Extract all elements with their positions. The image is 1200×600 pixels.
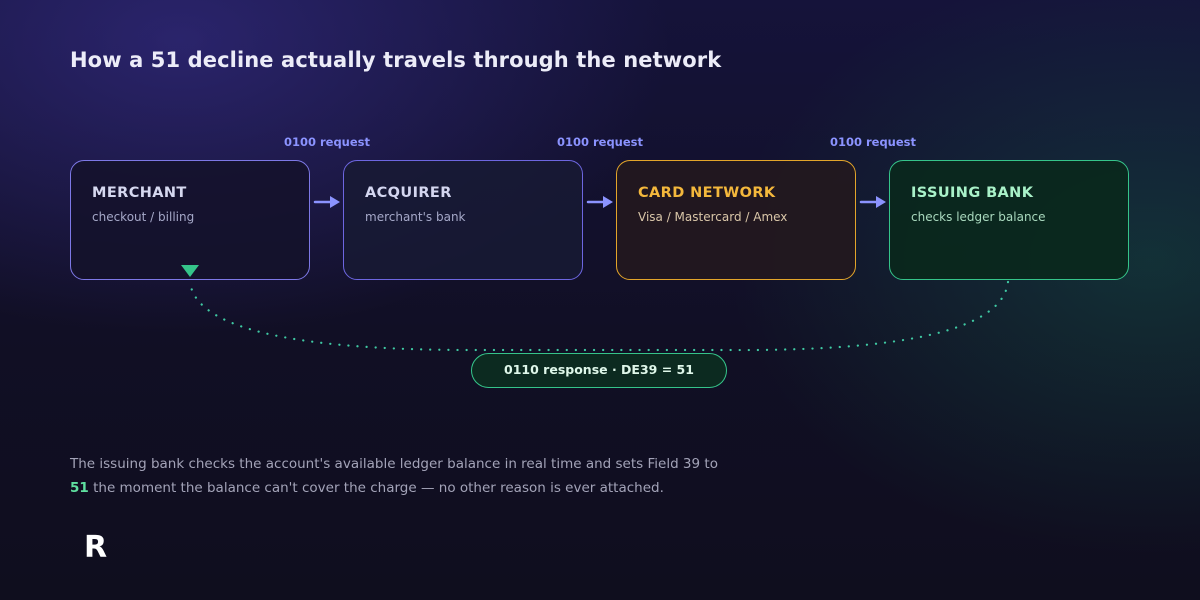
description-line-2: the moment the balance can't cover the c…: [88, 480, 664, 496]
node-merchant: MERCHANT checkout / billing: [70, 160, 310, 280]
node-card-network-subtitle: Visa / Mastercard / Amex: [638, 210, 788, 224]
brand-logo: R: [84, 530, 108, 565]
triangle-down-icon: [181, 265, 199, 277]
response-badge: 0110 response · DE39 = 51: [471, 353, 727, 388]
description-text: The issuing bank checks the account's av…: [70, 452, 730, 500]
arrow-right-icon: [586, 196, 613, 208]
node-issuing-bank-title: ISSUING BANK: [911, 185, 1034, 201]
node-acquirer-subtitle: merchant's bank: [365, 210, 466, 224]
arrow-right-icon: [859, 196, 886, 208]
request-label-1: 0100 request: [283, 135, 371, 149]
node-card-network: CARD NETWORK Visa / Mastercard / Amex: [616, 160, 856, 280]
node-issuing-bank: ISSUING BANK checks ledger balance: [889, 160, 1129, 280]
node-acquirer: ACQUIRER merchant's bank: [343, 160, 583, 280]
node-issuing-bank-subtitle: checks ledger balance: [911, 210, 1046, 224]
node-acquirer-title: ACQUIRER: [365, 185, 452, 201]
request-label-3: 0100 request: [829, 135, 917, 149]
node-card-network-title: CARD NETWORK: [638, 185, 776, 201]
description-code-highlight: 51: [70, 480, 89, 496]
description-line-1: The issuing bank checks the account's av…: [70, 456, 718, 472]
request-label-2: 0100 request: [556, 135, 644, 149]
return-path-dots: [188, 280, 1010, 352]
node-merchant-title: MERCHANT: [92, 185, 187, 201]
arrow-right-icon: [313, 196, 340, 208]
node-merchant-subtitle: checkout / billing: [92, 210, 195, 224]
diagram-title: How a 51 decline actually travels throug…: [70, 48, 722, 72]
